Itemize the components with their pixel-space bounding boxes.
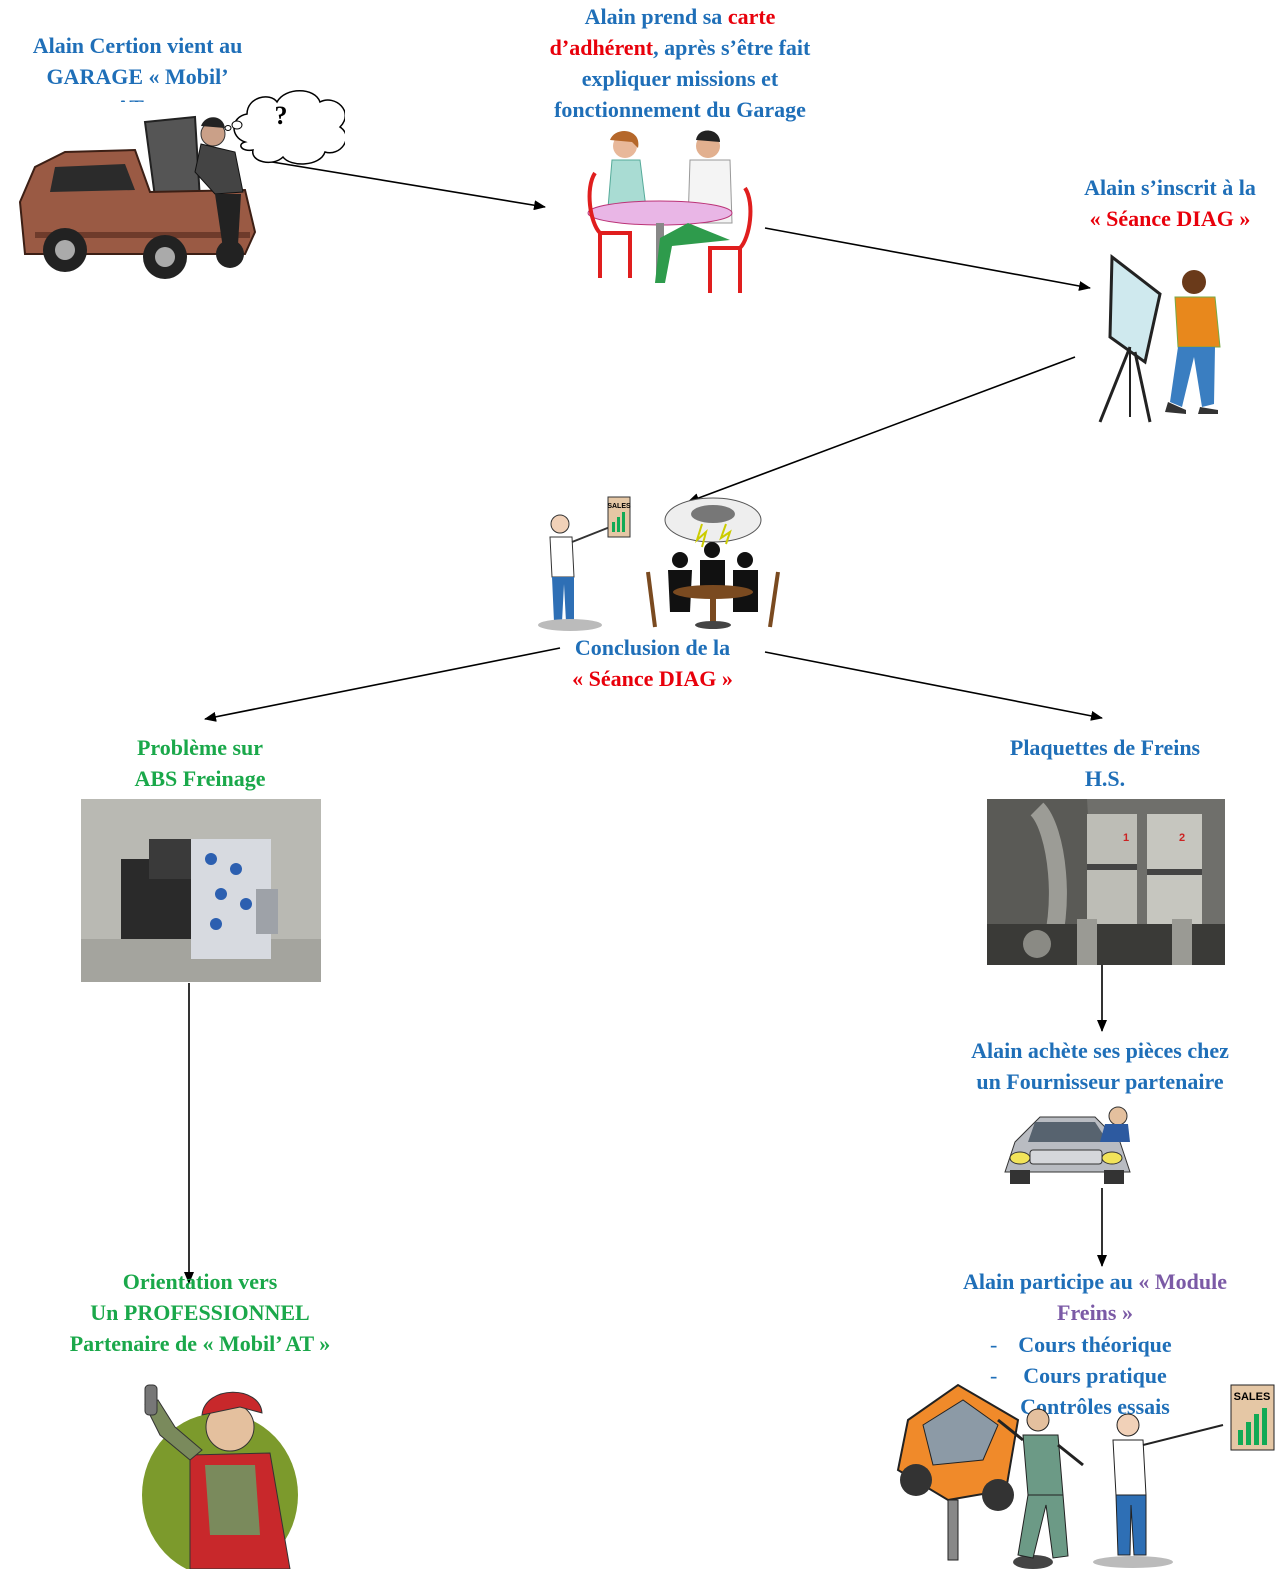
car-driver-clipart-icon [1004,1106,1131,1184]
svg-text:2: 2 [1179,832,1185,844]
arrow-conclusion-to-abs [204,647,561,722]
thought-bubble-icon: ? [224,90,345,165]
label-conclusion: Conclusion de la « Séance DIAG » [572,635,733,691]
label-supplier: Alain achète ses pièces chez un Fourniss… [971,1038,1229,1094]
module-bullet-theory: -Cours théorique [990,1332,1172,1357]
svg-text:?: ? [275,101,288,130]
svg-text:SALES: SALES [1234,1391,1271,1403]
svg-text:1: 1 [1123,832,1129,844]
abs-unit-photo [81,799,321,982]
brake-pads-photo: 1 2 [987,799,1225,965]
arrow-arrive-to-member [259,159,546,211]
label-register: Alain s’inscrit à la « Séance DIAG » [1084,175,1256,231]
meeting-table-clipart-icon [587,130,753,293]
arrow-conclusion-to-pads [764,651,1103,721]
arrow-register-to-conclusion [687,356,1076,503]
label-arrive-line3: AT » [0,92,275,102]
workshop-training-clipart-icon: SALES [896,1383,1275,1569]
mechanic-clipart-icon [142,1384,298,1569]
label-member: Alain prend sa carte d’adhérent, après s… [549,4,811,122]
label-arrive: Alain Certion vient au GARAGE « Mobil’ A… [0,30,275,102]
label-abs: Problème sur ABS Freinage [134,735,266,791]
presenter-board-clipart-icon [1098,254,1221,423]
label-pro: Orientation vers Un PROFESSIONNEL Parten… [69,1269,331,1356]
label-pads: Plaquettes de Freins H.S. [1009,735,1201,791]
conclusion-meeting-clipart-icon: SALES [538,496,780,631]
arrow-member-to-register [764,227,1091,291]
label-arrive-line2: GARAGE « Mobil’ [46,64,229,89]
module-bullet-practice: -Cours pratique [990,1363,1167,1388]
svg-text:SALES: SALES [607,503,631,510]
car-repair-clipart-icon: ? [18,90,345,279]
label-arrive-line1: Alain Certion vient au [32,33,243,58]
